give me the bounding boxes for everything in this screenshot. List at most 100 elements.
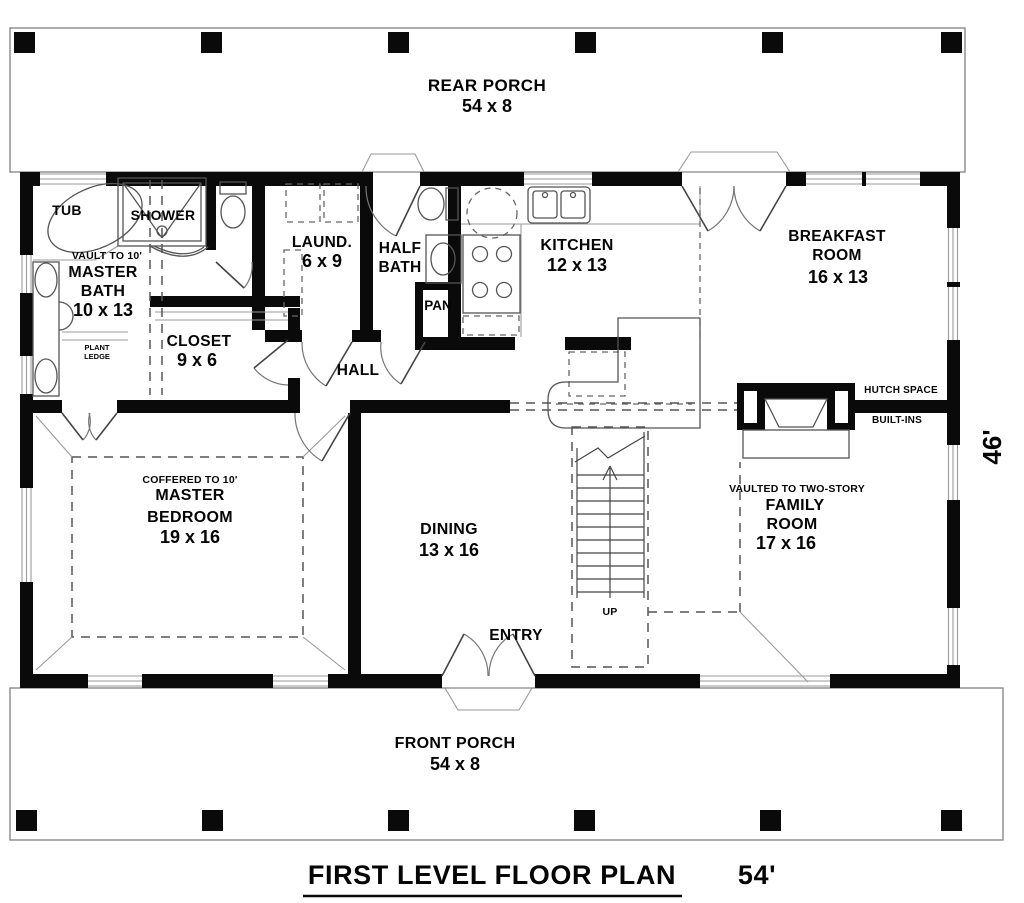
plant-ledge-label2: LEDGE: [84, 352, 110, 361]
window: [947, 287, 959, 340]
ceiling-lines: [35, 402, 809, 683]
windows: [21, 173, 959, 687]
window: [21, 356, 32, 394]
room-labels: TUB SHOWER VAULT TO 10' MASTER BATH 10 x…: [52, 202, 938, 644]
porch-post: [14, 32, 35, 53]
closet-size: 9 x 6: [177, 350, 217, 370]
porch-steps: [361, 151, 792, 711]
porch-post: [202, 810, 223, 831]
porch-post: [575, 32, 596, 53]
porch-post: [574, 810, 595, 831]
family-name2: ROOM: [767, 516, 818, 533]
porch-post: [760, 810, 781, 831]
master-bath-size: 10 x 13: [73, 300, 133, 320]
window: [273, 675, 328, 687]
toilet-fixture: [417, 187, 445, 221]
master-bedroom-name2: BEDROOM: [147, 509, 233, 526]
master-bath-name1: MASTER: [68, 264, 137, 281]
closet-name: CLOSET: [167, 333, 232, 350]
staircase: UP: [571, 426, 649, 668]
hall-name: HALL: [337, 362, 380, 379]
kitchen-fixtures: [461, 186, 701, 429]
master-bath-note: VAULT TO 10': [72, 250, 142, 262]
plant-ledge-label1: PLANT: [85, 343, 110, 352]
master-bedroom-name1: MASTER: [155, 487, 224, 504]
porch-post: [941, 32, 962, 53]
door-swings: [61, 185, 787, 677]
half-bath-name1: HALF: [379, 240, 422, 257]
breakfast-size: 16 x 13: [808, 267, 868, 287]
master-bedroom-note: COFFERED TO 10': [142, 474, 237, 486]
dining-size: 13 x 16: [419, 540, 479, 560]
laundry-size: 6 x 9: [302, 251, 342, 271]
interior-walls: [20, 172, 947, 674]
window: [700, 675, 830, 687]
window: [524, 173, 592, 185]
up-arrow: [602, 465, 618, 598]
porch-post: [941, 810, 962, 831]
sink-fixture: [430, 242, 456, 276]
kitchen-name: KITCHEN: [540, 237, 613, 254]
stairs-up-label: UP: [603, 606, 618, 618]
refrigerator: [568, 351, 626, 397]
window: [21, 488, 32, 582]
master-bedroom-size: 19 x 16: [160, 527, 220, 547]
hearth: [742, 429, 850, 459]
dining-name: DINING: [420, 521, 478, 538]
vanity-fixture: [32, 261, 74, 397]
shower-label: SHOWER: [131, 207, 196, 223]
plant-ledge-shape: [62, 331, 128, 341]
toilet-fixture: [219, 181, 247, 229]
window: [88, 675, 142, 687]
laundry-fixtures: [283, 183, 359, 317]
rear-porch-label: REAR PORCH: [428, 76, 546, 95]
pantry-name: PAN: [424, 298, 452, 313]
porch-post: [762, 32, 783, 53]
breakfast-name1: BREAKFAST: [788, 228, 886, 245]
window: [947, 445, 959, 500]
plan-title-block: FIRST LEVEL FLOOR PLAN 54': [303, 860, 776, 898]
entry-name: ENTRY: [489, 627, 543, 644]
porch-post: [201, 32, 222, 53]
dryer: [323, 183, 359, 223]
plan-title: FIRST LEVEL FLOOR PLAN: [308, 860, 676, 890]
width-dimension: 54': [738, 860, 776, 890]
window: [866, 173, 920, 185]
half-bath-name2: BATH: [378, 259, 421, 276]
rear-porch-size: 54 x 8: [462, 96, 512, 116]
range-fixture: [462, 234, 521, 314]
family-name1: FAMILY: [766, 497, 825, 514]
hutch-space-label: HUTCH SPACE: [864, 385, 938, 396]
washer: [285, 183, 321, 223]
window: [40, 173, 106, 185]
tub-label: TUB: [52, 202, 82, 218]
kitchen-island: [547, 317, 701, 429]
front-porch-posts: [16, 810, 962, 831]
built-ins-label: BUILT-INS: [872, 415, 922, 426]
rear-porch: REAR PORCH 54 x 8: [9, 27, 966, 173]
master-bath-fixtures: [32, 177, 288, 397]
window: [806, 173, 862, 185]
window: [21, 255, 32, 293]
half-bath-fixtures: [417, 187, 462, 284]
breakfast-name2: ROOM: [812, 247, 861, 264]
master-bath-name2: BATH: [81, 283, 125, 300]
front-porch-size: 54 x 8: [430, 754, 480, 774]
rear-porch-posts: [14, 32, 962, 53]
porch-post: [388, 32, 409, 53]
closet-shelf: [155, 311, 288, 321]
height-dimension: 46': [977, 429, 1007, 464]
kitchen-size: 12 x 13: [547, 255, 607, 275]
kitchen-sink: [527, 186, 591, 224]
front-porch-label: FRONT PORCH: [395, 735, 516, 752]
exterior-walls: [20, 172, 960, 688]
porch-post: [16, 810, 37, 831]
tub-fixture: [47, 182, 143, 254]
plan-dimensions: 46': [977, 429, 1007, 464]
family-note: VAULTED TO TWO-STORY: [729, 483, 865, 495]
porch-post: [388, 810, 409, 831]
fireplace: [737, 383, 855, 459]
laundry-name: LAUND.: [292, 234, 352, 251]
